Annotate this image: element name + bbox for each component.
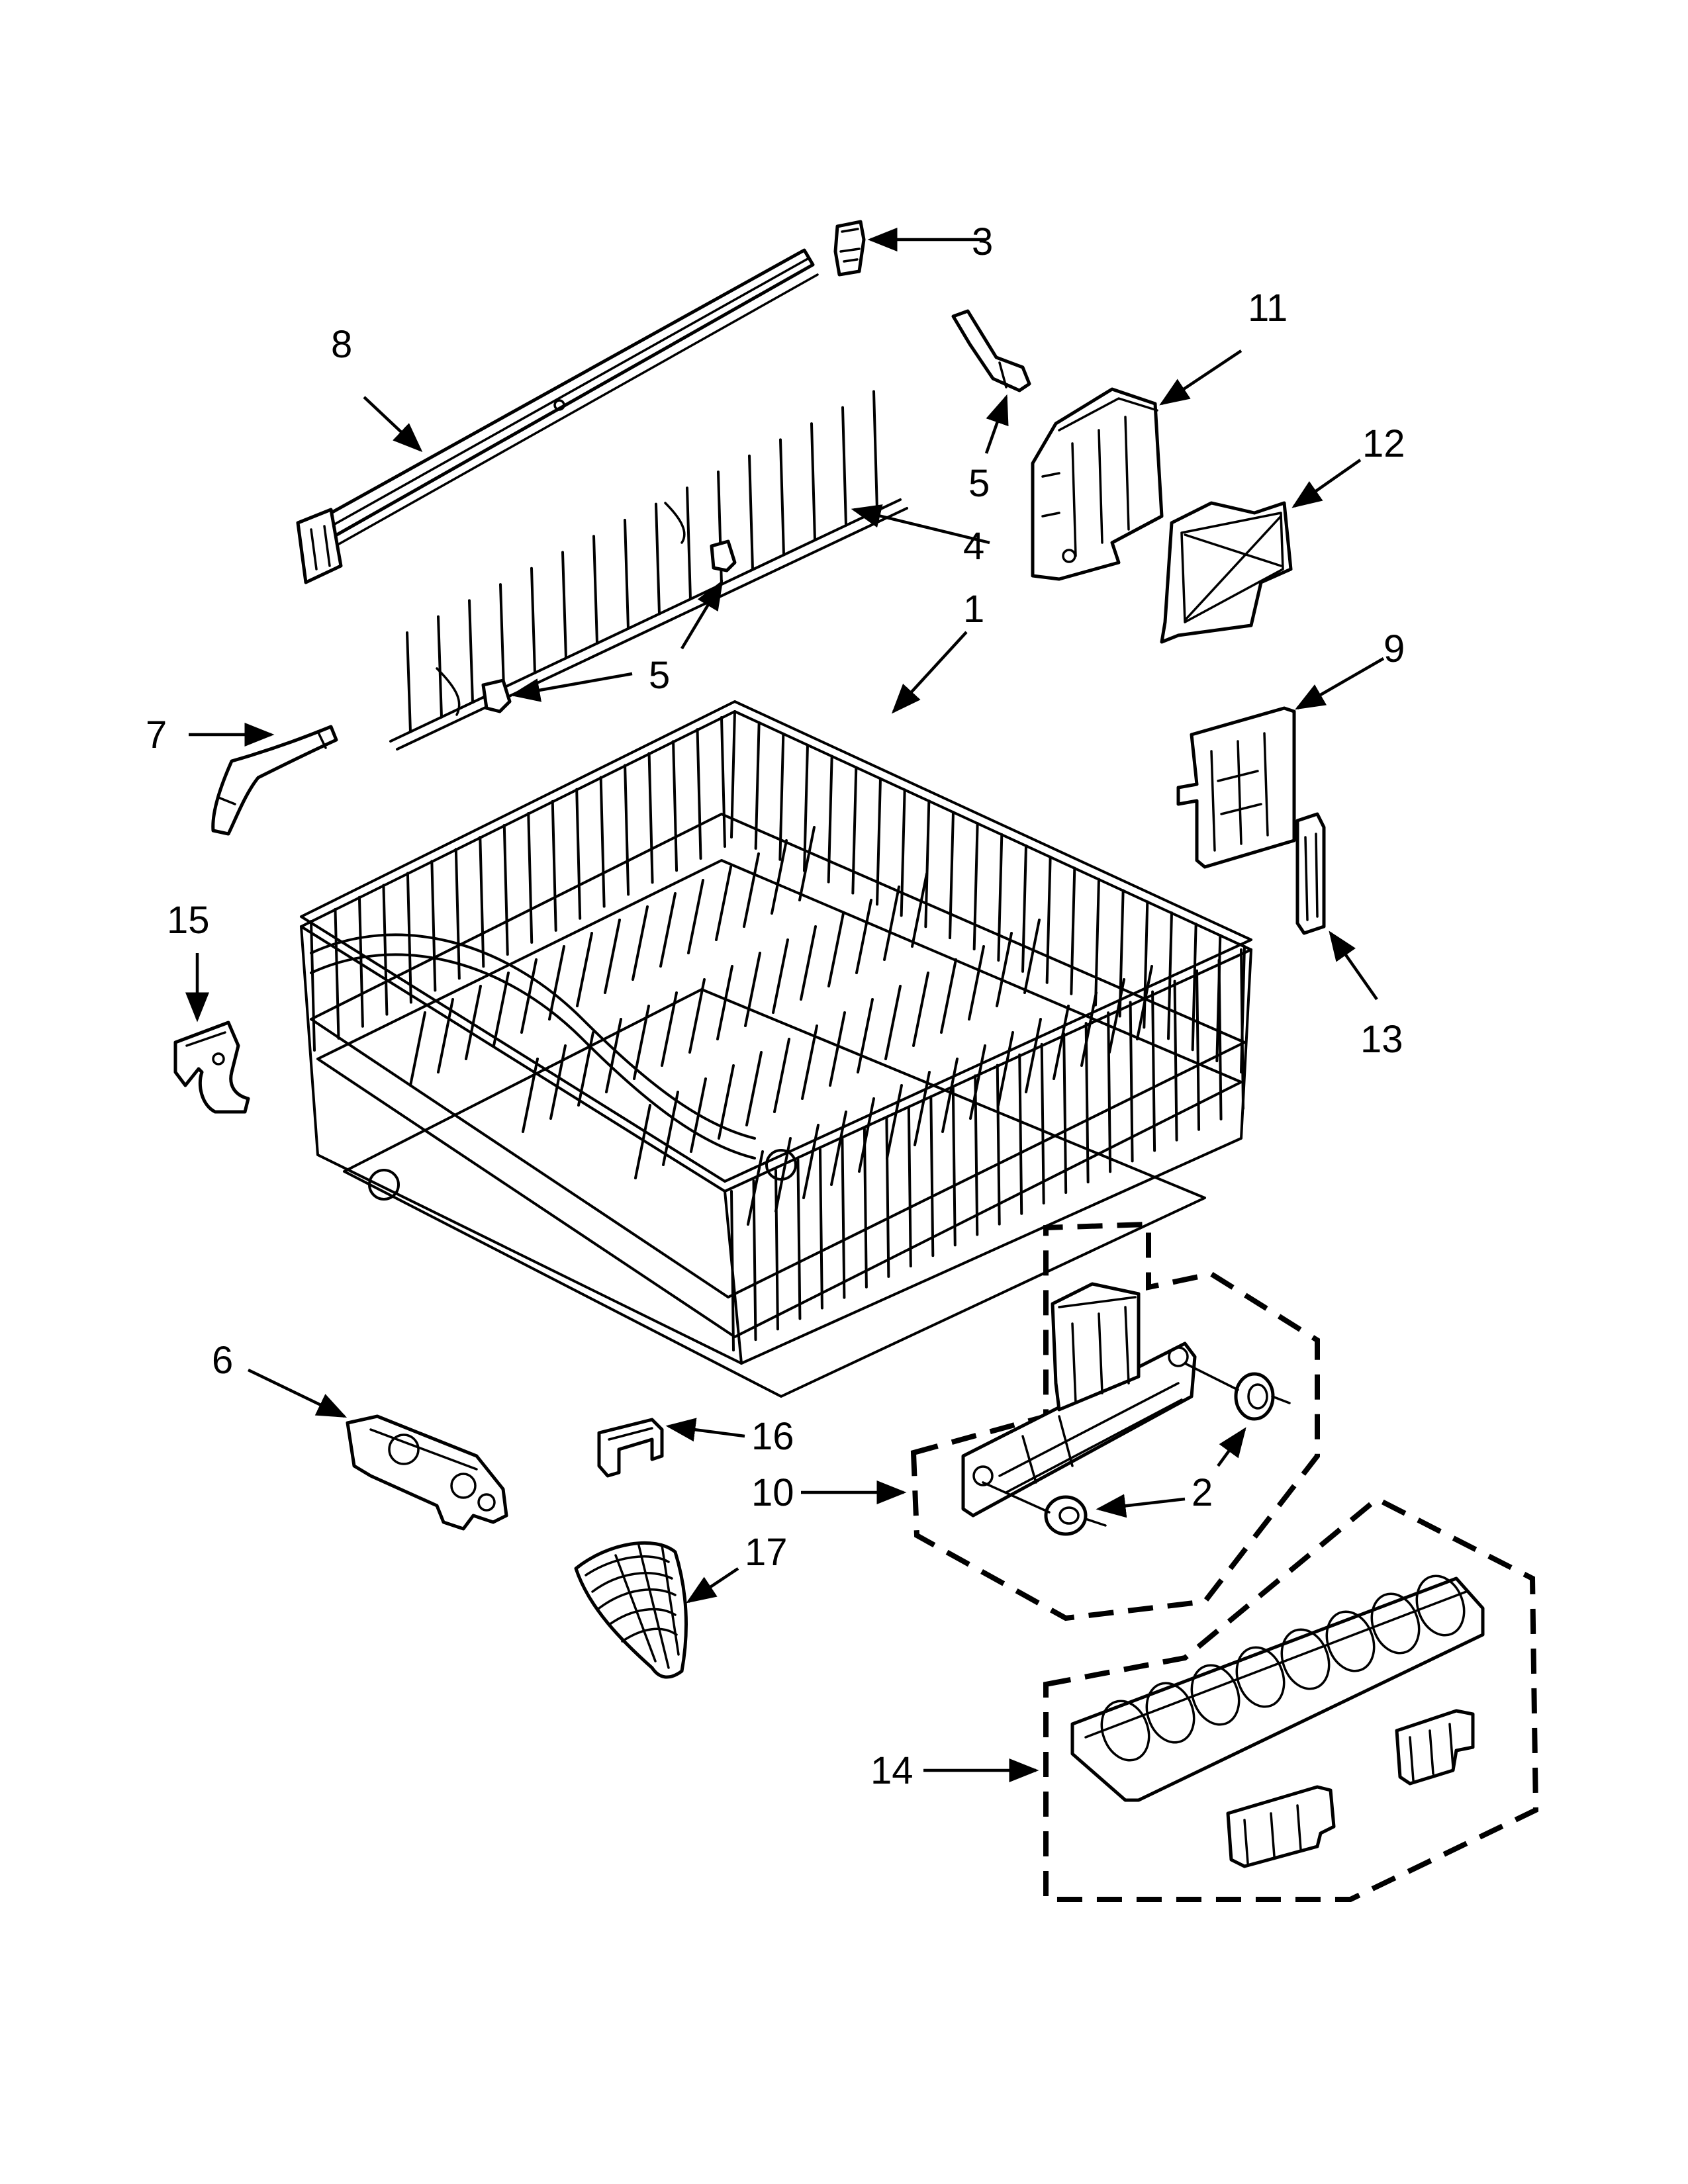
part-16-clip: [597, 1418, 664, 1478]
callout-13: 13: [1360, 1018, 1403, 1061]
callout-11: 11: [1248, 287, 1288, 330]
callout-3: 3: [972, 220, 993, 263]
callout-15: 15: [167, 899, 210, 942]
part-4-tine-row: [389, 390, 908, 751]
callout-7: 7: [146, 713, 167, 756]
leader-11: [1159, 349, 1243, 406]
callout-9: 9: [1383, 627, 1405, 670]
callout-14: 14: [870, 1749, 914, 1792]
part-8-rack-rail: [296, 248, 819, 584]
part-1-upper-rack: [300, 700, 1252, 1398]
callout-labels: 3 8 11 5 12 4 1 5 7 9 15 13 6 16 10 2 17…: [146, 220, 1405, 1792]
leader-16: [665, 1418, 745, 1442]
callout-5: 5: [968, 462, 990, 505]
leader-5b-lower: [510, 672, 633, 702]
part-6-rack-bracket: [346, 1414, 508, 1531]
callout-2: 2: [1192, 1471, 1213, 1514]
part-10-rack-adjuster-assembly: [910, 1221, 1320, 1621]
callout-16: 16: [751, 1415, 794, 1458]
part-17-spray-shield: [574, 1541, 688, 1679]
leader-8: [363, 396, 423, 453]
callout-17: 17: [745, 1531, 788, 1574]
callout-1: 1: [963, 588, 984, 631]
leader-2-left: [1096, 1494, 1186, 1518]
part-13-adjuster-slide: [1295, 812, 1326, 935]
part-7-wire-clip: [211, 725, 338, 836]
leader-5b-upper: [680, 580, 724, 650]
leader-5a: [984, 394, 1009, 454]
part-14-tine-holder-assembly: [1043, 1496, 1539, 1902]
leader-2-right: [1217, 1427, 1246, 1467]
part-12-adjuster-cover: [1160, 501, 1293, 644]
part-3-rail-stop-clip: [833, 220, 866, 277]
part-11-rack-adjuster-housing: [1031, 387, 1164, 581]
leader-6: [248, 1368, 348, 1418]
part-2-wheel-right: [1234, 1372, 1291, 1421]
part-5-clip-upper: [951, 309, 1031, 392]
callout-10: 10: [751, 1471, 794, 1514]
callout-8: 8: [331, 323, 352, 366]
leader-13: [1329, 931, 1378, 1001]
leader-9: [1295, 657, 1385, 710]
part-9-adjuster-bracket: [1176, 706, 1296, 869]
leader-4: [851, 504, 990, 545]
callout-5-lower: 5: [649, 654, 670, 697]
part-5-clip-lower: [481, 678, 512, 713]
callout-12: 12: [1362, 422, 1405, 465]
part-15-rack-clip: [173, 1021, 250, 1114]
callout-4: 4: [963, 525, 984, 568]
part-2-wheel-left: [1044, 1495, 1107, 1536]
leader-12: [1291, 459, 1362, 508]
callout-6: 6: [212, 1339, 233, 1382]
leader-17: [686, 1567, 739, 1604]
part-5-clip-middle: [710, 539, 737, 572]
leader-1: [891, 631, 968, 714]
leader-lines: [185, 228, 1385, 1782]
